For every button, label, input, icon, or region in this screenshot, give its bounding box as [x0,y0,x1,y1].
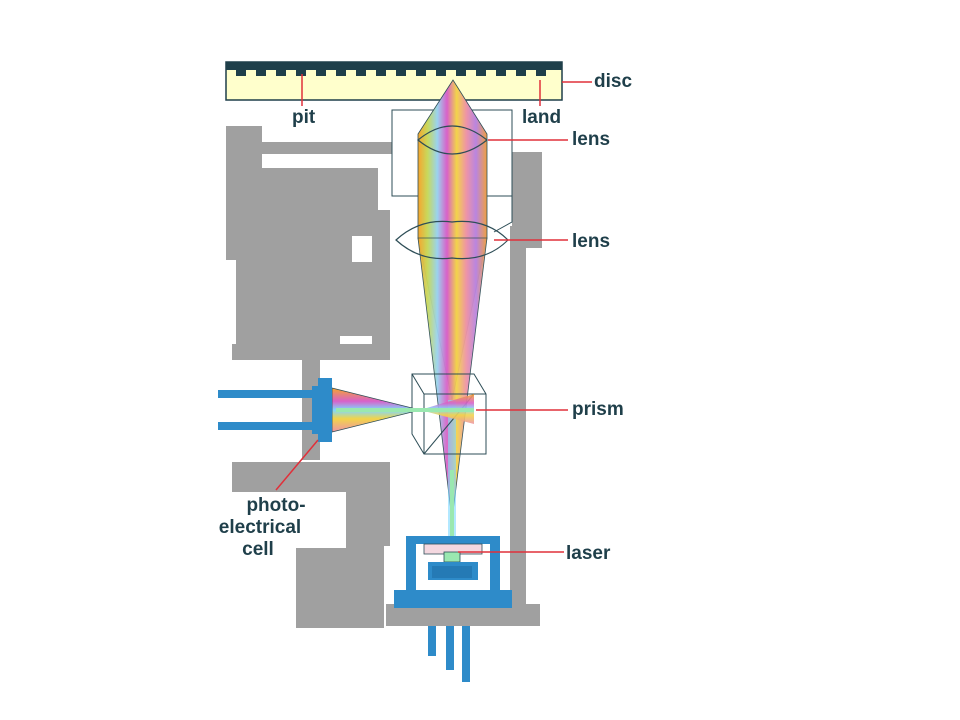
laser-housing-outline [406,536,500,590]
housing-right-wall-step [512,168,542,226]
laser-pin-1 [428,626,436,656]
disc-top-layer [226,62,562,70]
label-pit: pit [292,107,316,128]
laser-base [394,590,512,608]
laser-assembly [394,536,512,682]
housing-lower-left-block [232,478,390,628]
housing-left-wall-upper [226,126,262,260]
leader-photo-cell [275,439,319,491]
laser-chip [443,551,461,563]
housing-inner-left [372,210,390,360]
label-prism: prism [572,399,624,420]
label-laser: laser [566,543,611,564]
housing-mid-shelf [232,344,390,360]
label-photo-cell-line-1: photo- [246,495,306,516]
label-photo-cell-line-2: electrical [218,517,302,538]
photo-cell-body [318,378,332,442]
disc-pits [236,70,546,76]
label-land: land [522,107,562,128]
laser-pin-3 [462,626,470,682]
beam-lower-cone [417,237,488,521]
lens-top-shape [417,125,488,155]
label-disc: disc [594,71,633,92]
housing [226,126,542,628]
housing-right-wall-top [512,152,542,170]
photo-cell-bracket [312,386,320,434]
photo-cell-pin-top [218,390,318,398]
photo-electrical-cell [218,378,332,442]
laser-inner [432,566,472,578]
lens-mid-box [493,196,513,233]
laser-stem [428,608,470,626]
photo-cell-pin-bottom [218,422,318,430]
housing-lower-shelf [232,462,390,478]
side-beam [331,387,474,433]
leader-lines [275,74,592,553]
label-lens-top: lens [572,129,611,150]
beam-laser-thin [450,470,454,556]
housing-photo-cell-column [302,360,320,460]
label-lens-mid: lens [572,231,611,252]
housing-right-rail [512,252,526,602]
label-photo-cell-line-3: cell [242,539,274,560]
side-beam-line [336,408,474,412]
photo-cell-cap-top [326,378,332,384]
laser-pin-2 [446,626,454,670]
disc [225,61,563,101]
main-beam [417,79,488,556]
housing-upper-left-block [226,126,392,360]
